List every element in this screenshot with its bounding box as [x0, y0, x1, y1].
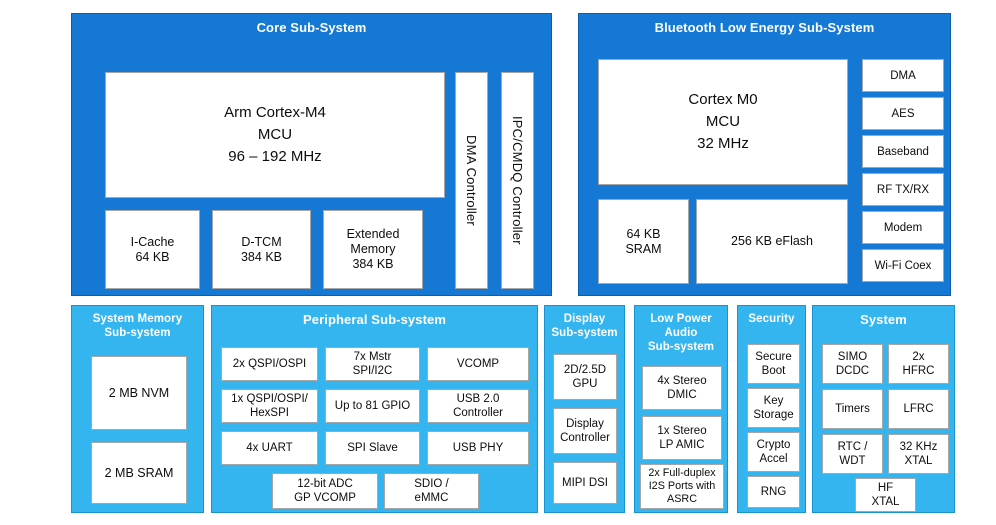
system-memory-subsystem-title: System Memory Sub-system — [92, 313, 183, 339]
lfrc-block: LFRC — [888, 389, 949, 429]
timers-block: Timers — [822, 389, 883, 429]
ble-subsystem-panel: Bluetooth Low Energy Sub-System Cortex M… — [578, 13, 951, 296]
mipi-dsi-block: MIPI DSI — [553, 462, 617, 504]
core-subsystem-panel: Core Sub-System Arm Cortex-M4 MCU 96 – 1… — [71, 13, 552, 296]
sdio-emmc-block: SDIO / eMMC — [384, 473, 479, 509]
low-power-audio-subsystem-panel: Low Power Audio Sub-system 4x Stereo DMI… — [634, 305, 728, 513]
usb-2-controller-block: USB 2.0 Controller — [427, 389, 529, 423]
system-panel: System SIMO DCDC 2x HFRC Timers LFRC RTC… — [812, 305, 955, 513]
security-title: Security — [748, 313, 795, 325]
uart-block: 4x UART — [221, 431, 318, 465]
low-power-audio-subsystem-title: Low Power Audio Sub-system — [647, 313, 715, 353]
extended-memory-block: Extended Memory 384 KB — [323, 210, 423, 289]
display-controller-block: Display Controller — [553, 408, 617, 454]
usb-phy-block: USB PHY — [427, 431, 529, 465]
ipc-cmdq-controller-block: IPC/CMDQ Controller — [501, 72, 534, 289]
arm-cortex-m4-block: Arm Cortex-M4 MCU 96 – 192 MHz — [105, 72, 445, 198]
adc-gp-vcomp-block: 12-bit ADC GP VCOMP — [272, 473, 378, 509]
ble-aes-block: AES — [862, 97, 944, 130]
ble-eflash-block: 256 KB eFlash — [696, 199, 848, 284]
hfrc-block: 2x HFRC — [888, 344, 949, 384]
stereo-lp-amic-block: 1x Stereo LP AMIC — [642, 416, 722, 460]
ble-sram-block: 64 KB SRAM — [598, 199, 689, 284]
spi-slave-block: SPI Slave — [325, 431, 420, 465]
gpio-block: Up to 81 GPIO — [325, 389, 420, 423]
qspi-ospi-hexspi-block: 1x QSPI/OSPI/ HexSPI — [221, 389, 318, 423]
i2s-ports-asrc-block: 2x Full-duplex I2S Ports with ASRC — [640, 464, 724, 509]
mstr-spi-i2c-block: 7x Mstr SPI/I2C — [325, 347, 420, 381]
display-subsystem-panel: Display Sub-system 2D/2.5D GPU Display C… — [544, 305, 625, 513]
system-title: System — [860, 312, 907, 327]
ble-dma-block: DMA — [862, 59, 944, 92]
core-subsystem-title: Core Sub-System — [256, 20, 367, 35]
secure-boot-block: Secure Boot — [747, 344, 800, 384]
ble-rf-tx-rx-block: RF TX/RX — [862, 173, 944, 206]
stereo-dmic-block: 4x Stereo DMIC — [642, 366, 722, 410]
hf-xtal-block: HF XTAL — [855, 478, 916, 512]
sram-block: 2 MB SRAM — [91, 442, 187, 504]
simo-dcdc-block: SIMO DCDC — [822, 344, 883, 384]
ble-modem-block: Modem — [862, 211, 944, 244]
rtc-wdt-block: RTC / WDT — [822, 434, 883, 474]
gpu-block: 2D/2.5D GPU — [553, 354, 617, 400]
key-storage-block: Key Storage — [747, 388, 800, 428]
rng-block: RNG — [747, 476, 800, 508]
dma-controller-block: DMA Controller — [455, 72, 488, 289]
ble-subsystem-title: Bluetooth Low Energy Sub-System — [654, 20, 875, 35]
vcomp-block: VCOMP — [427, 347, 529, 381]
ble-baseband-block: Baseband — [862, 135, 944, 168]
security-panel: Security Secure Boot Key Storage Crypto … — [737, 305, 806, 513]
cortex-m0-block: Cortex M0 MCU 32 MHz — [598, 59, 848, 185]
system-memory-subsystem-panel: System Memory Sub-system 2 MB NVM 2 MB S… — [71, 305, 204, 513]
peripheral-subsystem-panel: Peripheral Sub-system 2x QSPI/OSPI 7x Ms… — [211, 305, 538, 513]
qspi-ospi-2x-block: 2x QSPI/OSPI — [221, 347, 318, 381]
d-tcm-block: D-TCM 384 KB — [212, 210, 311, 289]
xtal-32khz-block: 32 KHz XTAL — [888, 434, 949, 474]
ble-wifi-coex-block: Wi-Fi Coex — [862, 249, 944, 282]
peripheral-subsystem-title: Peripheral Sub-system — [303, 312, 446, 327]
crypto-accel-block: Crypto Accel — [747, 432, 800, 472]
nvm-block: 2 MB NVM — [91, 356, 187, 430]
display-subsystem-title: Display Sub-system — [551, 313, 618, 339]
i-cache-block: I-Cache 64 KB — [105, 210, 200, 289]
